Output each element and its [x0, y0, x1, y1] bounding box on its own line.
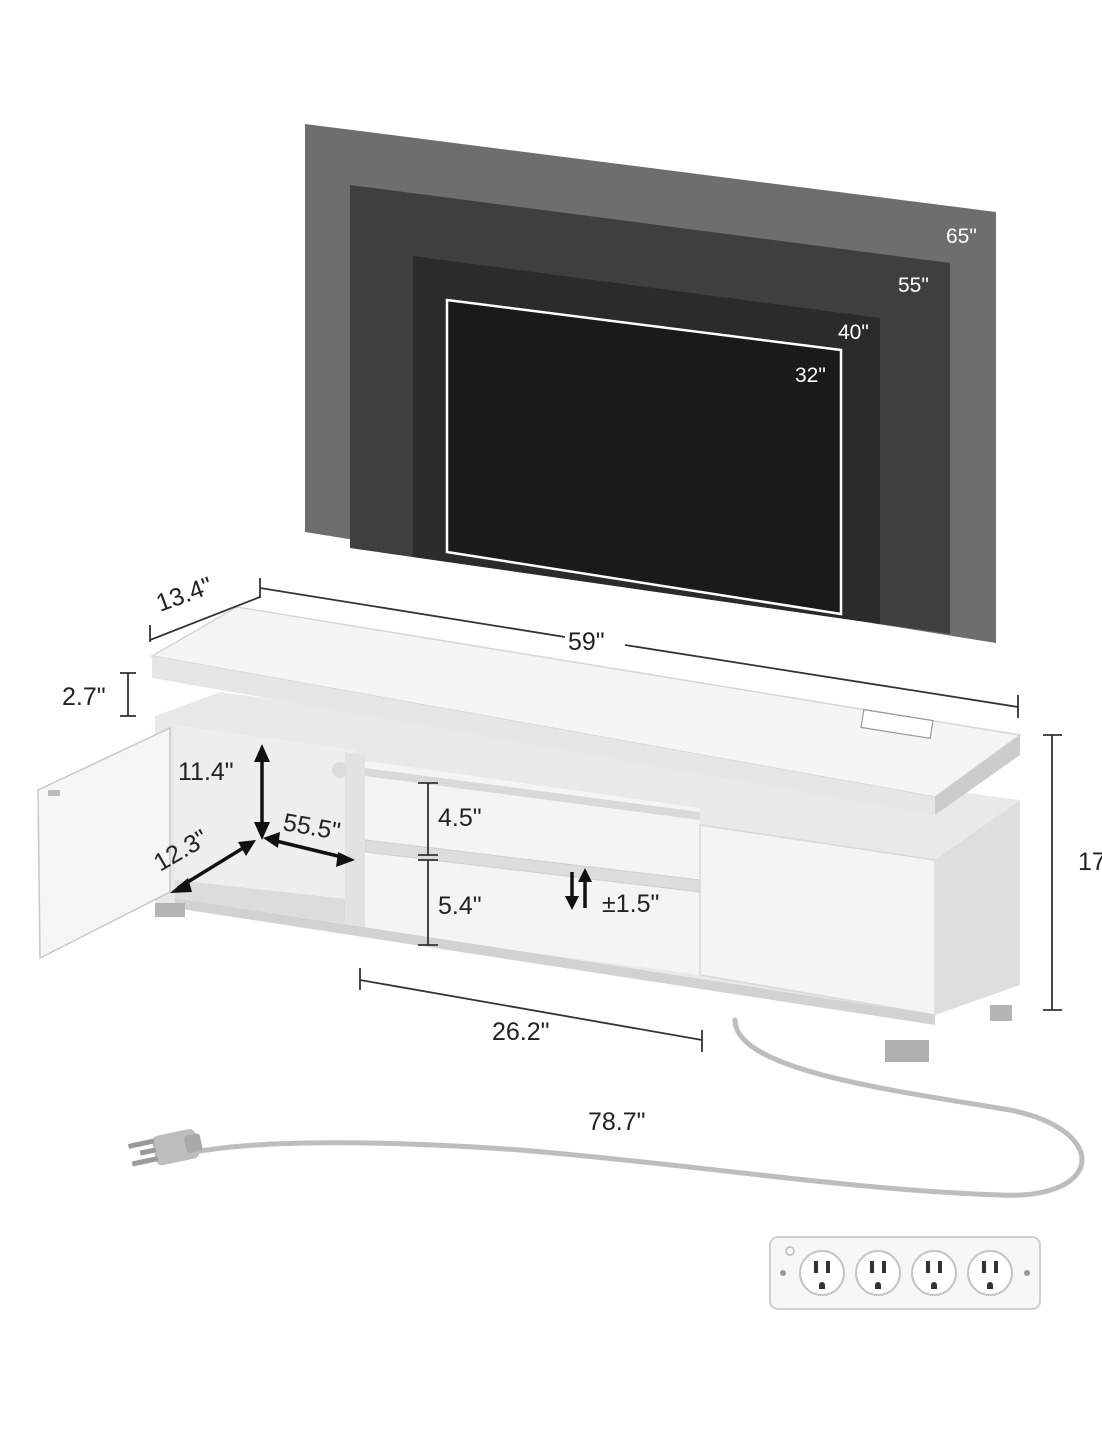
- arrowhead-height-top: [254, 744, 270, 762]
- label-cabinet-height: 11.4": [178, 758, 234, 786]
- arrowhead-depth-a: [170, 878, 192, 893]
- power-strip-screw-left: [780, 1270, 786, 1276]
- foot-front-right: [885, 1040, 929, 1062]
- cord-line: [192, 1017, 1085, 1198]
- tv-size-label-32: 32": [795, 364, 826, 387]
- power-strip-body: [769, 1236, 1041, 1310]
- label-top-thickness: 2.7": [62, 683, 106, 711]
- cable-hole: [332, 762, 348, 778]
- dimension-lines: [120, 578, 1062, 1052]
- dim-line-width-b: [624, 644, 1019, 708]
- outlet-icon: [799, 1250, 845, 1296]
- stand-bottom-edge: [175, 898, 935, 1025]
- power-strip-indicator: [785, 1246, 795, 1256]
- label-cord-length: 78.7": [588, 1108, 646, 1136]
- foot-left: [155, 903, 185, 917]
- label-total-height: 17: [1078, 848, 1102, 876]
- outlet-icon: [967, 1250, 1013, 1296]
- tv-outline-32: [445, 298, 843, 616]
- tv-size-label-65: 65": [946, 225, 977, 248]
- top-power-strip: [860, 708, 934, 740]
- outlet-icon: [911, 1250, 957, 1296]
- label-depth: 13.4": [152, 572, 216, 618]
- arrowhead-adjust-up: [578, 868, 592, 882]
- label-width: 59": [568, 628, 605, 656]
- stand-top-side-edge: [935, 735, 1020, 815]
- stand-top-front-edge: [152, 656, 935, 815]
- power-cord: [127, 1017, 1085, 1198]
- upper-rail: [365, 768, 700, 820]
- power-strip: [769, 1236, 1041, 1310]
- label-lower-shelf: 5.4": [438, 892, 482, 920]
- arrow-cabinet-depth: [177, 843, 249, 890]
- label-upper-shelf: 4.5": [438, 804, 482, 832]
- tv-size-label-55: 55": [898, 274, 929, 297]
- power-strip-screw-right: [1024, 1270, 1030, 1276]
- label-open-width: 26.2": [492, 1018, 550, 1046]
- foot-back-right: [990, 1005, 1012, 1021]
- outlet-icon: [855, 1250, 901, 1296]
- left-cabinet-floor: [175, 880, 355, 925]
- arrowhead-height-bottom: [254, 822, 270, 840]
- dim-line-width-a: [259, 587, 566, 638]
- door-hinge: [48, 790, 60, 796]
- right-side-panel: [935, 800, 1020, 1015]
- cabinet-arrows: [170, 744, 592, 910]
- arrowhead-adjust-down: [565, 896, 579, 910]
- left-divider: [345, 752, 365, 932]
- arrowhead-depth-b: [238, 840, 256, 856]
- tv-stand: [37, 606, 1022, 1062]
- arrowhead-width-a: [263, 832, 280, 848]
- plug-icon: [127, 1128, 203, 1167]
- arrowhead-width-b: [336, 852, 355, 867]
- tv-size-label-40: 40": [838, 321, 869, 344]
- arrow-cabinet-width: [271, 838, 347, 860]
- dim-line-depth: [149, 596, 261, 641]
- left-cabinet-door: [37, 726, 171, 960]
- label-shelf-adjust: ±1.5": [602, 890, 659, 918]
- tv-size-outlines: 65" 55" 40" 32": [305, 124, 996, 643]
- dim-line-open-width: [359, 979, 703, 1041]
